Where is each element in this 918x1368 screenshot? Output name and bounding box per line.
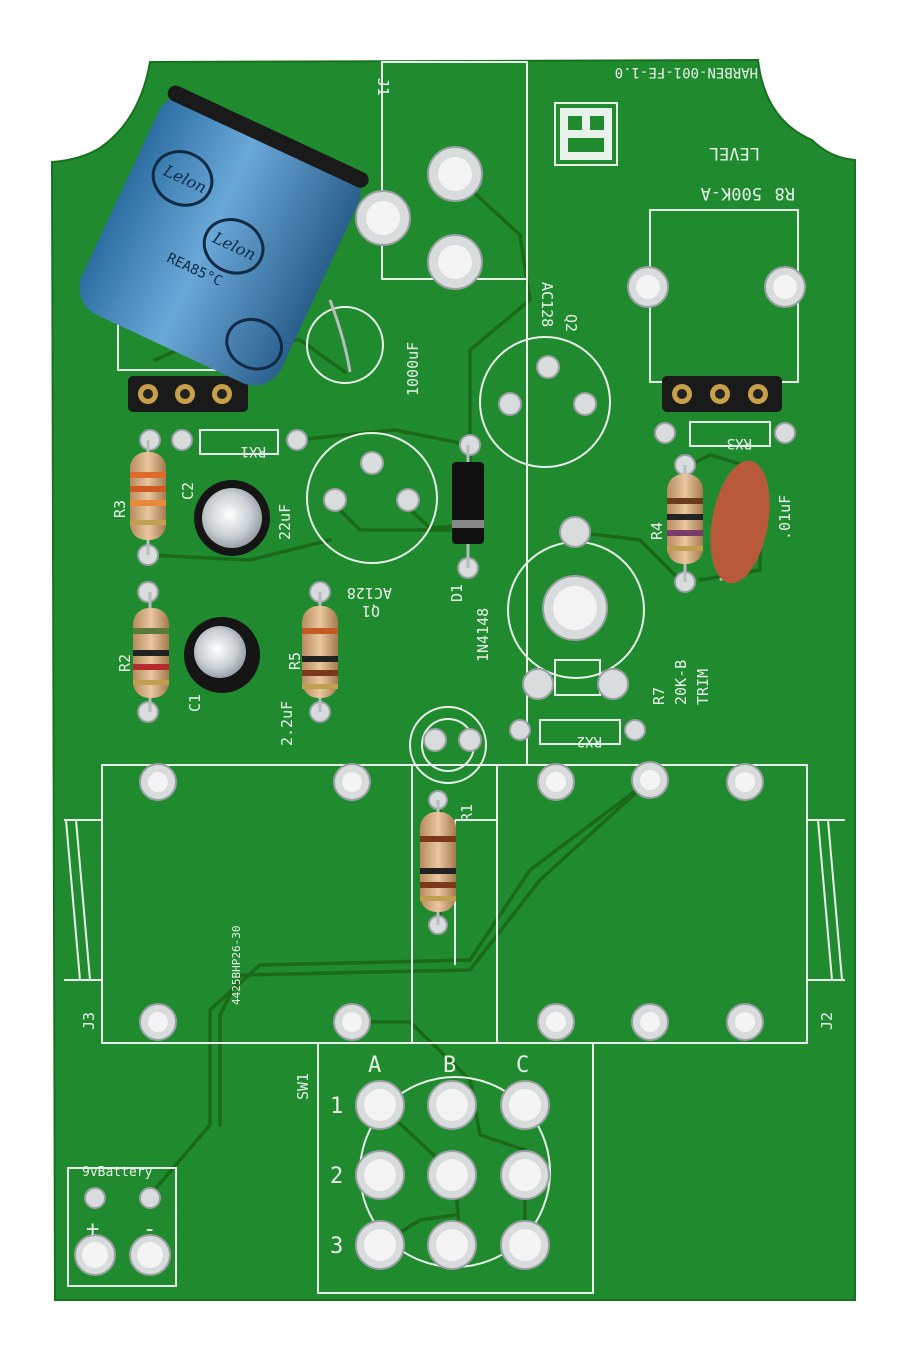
label-minus: - [143,1217,156,1242]
label-q2: Q2 [562,314,580,332]
silkscreen-text: HARBEN-001-FE-1.0 J1 R8 500K-A LEVEL Q2 … [80,64,836,1259]
label-rx1: RX1 [241,443,266,459]
capacitor-1000uf: Lelon Lelon REA85°C [79,85,369,386]
label-col-a: A [368,1053,381,1078]
label-col-b: B [443,1053,456,1078]
solder-pads [74,146,806,1276]
capacitor-c2 [194,480,270,556]
pin-header-right [662,376,782,412]
label-col-c: C [516,1053,529,1078]
label-r7: R7 [650,687,668,705]
resistor-r2 [133,592,169,712]
label-sw1: SW1 [294,1073,312,1100]
label-r2: R2 [116,654,134,672]
label-c1: C1 [186,694,204,712]
label-01uf: .01uF [776,495,794,540]
diode-d1 [452,445,484,568]
label-r1: R1 [458,804,476,822]
resistor-r3 [130,440,166,555]
resistor-r5 [302,592,338,712]
label-r8-value: 500K-A [701,183,762,203]
label-battery: 9vBattery [82,1165,153,1180]
board-id: HARBEN-001-FE-1.0 [615,64,758,80]
label-r5: R5 [286,652,304,670]
label-q1: Q1 [362,602,380,620]
label-d1: D1 [448,584,466,602]
label-q1-type: AC128 [347,584,392,602]
label-r3: R3 [111,500,129,518]
label-j3: J3 [80,1012,98,1030]
label-r8: R8 [775,183,795,203]
label-jack-part: 4425BHP26-30 [230,926,243,1005]
label-r7-value: 20K-B [672,660,690,705]
label-q2-type: AC128 [538,282,556,327]
label-r4: R4 [648,522,666,540]
label-1000uf: 1000uF [404,342,422,396]
resistor-r4 [667,465,703,582]
pin-header-left [128,376,248,412]
label-c1-value: 2.2uF [278,701,296,746]
label-level: LEVEL [709,143,760,163]
capacitor-c1 [184,617,260,693]
label-rx2: RX2 [577,733,602,749]
label-trim: TRIM [694,669,712,705]
label-c2: C2 [179,482,197,500]
label-row-2: 2 [330,1164,343,1189]
label-j2: J2 [818,1012,836,1030]
label-c2-value: 22uF [276,504,294,540]
label-row-3: 3 [330,1234,343,1259]
label-j1: J1 [374,78,392,96]
capacitor-ceramic [710,460,770,584]
label-d1-type: 1N4148 [474,608,492,662]
resistor-r1 [420,800,456,925]
bff-audio-logo [560,108,612,160]
label-row-1: 1 [330,1094,343,1119]
label-rx3: RX3 [727,435,752,451]
label-plus: + [86,1217,99,1242]
